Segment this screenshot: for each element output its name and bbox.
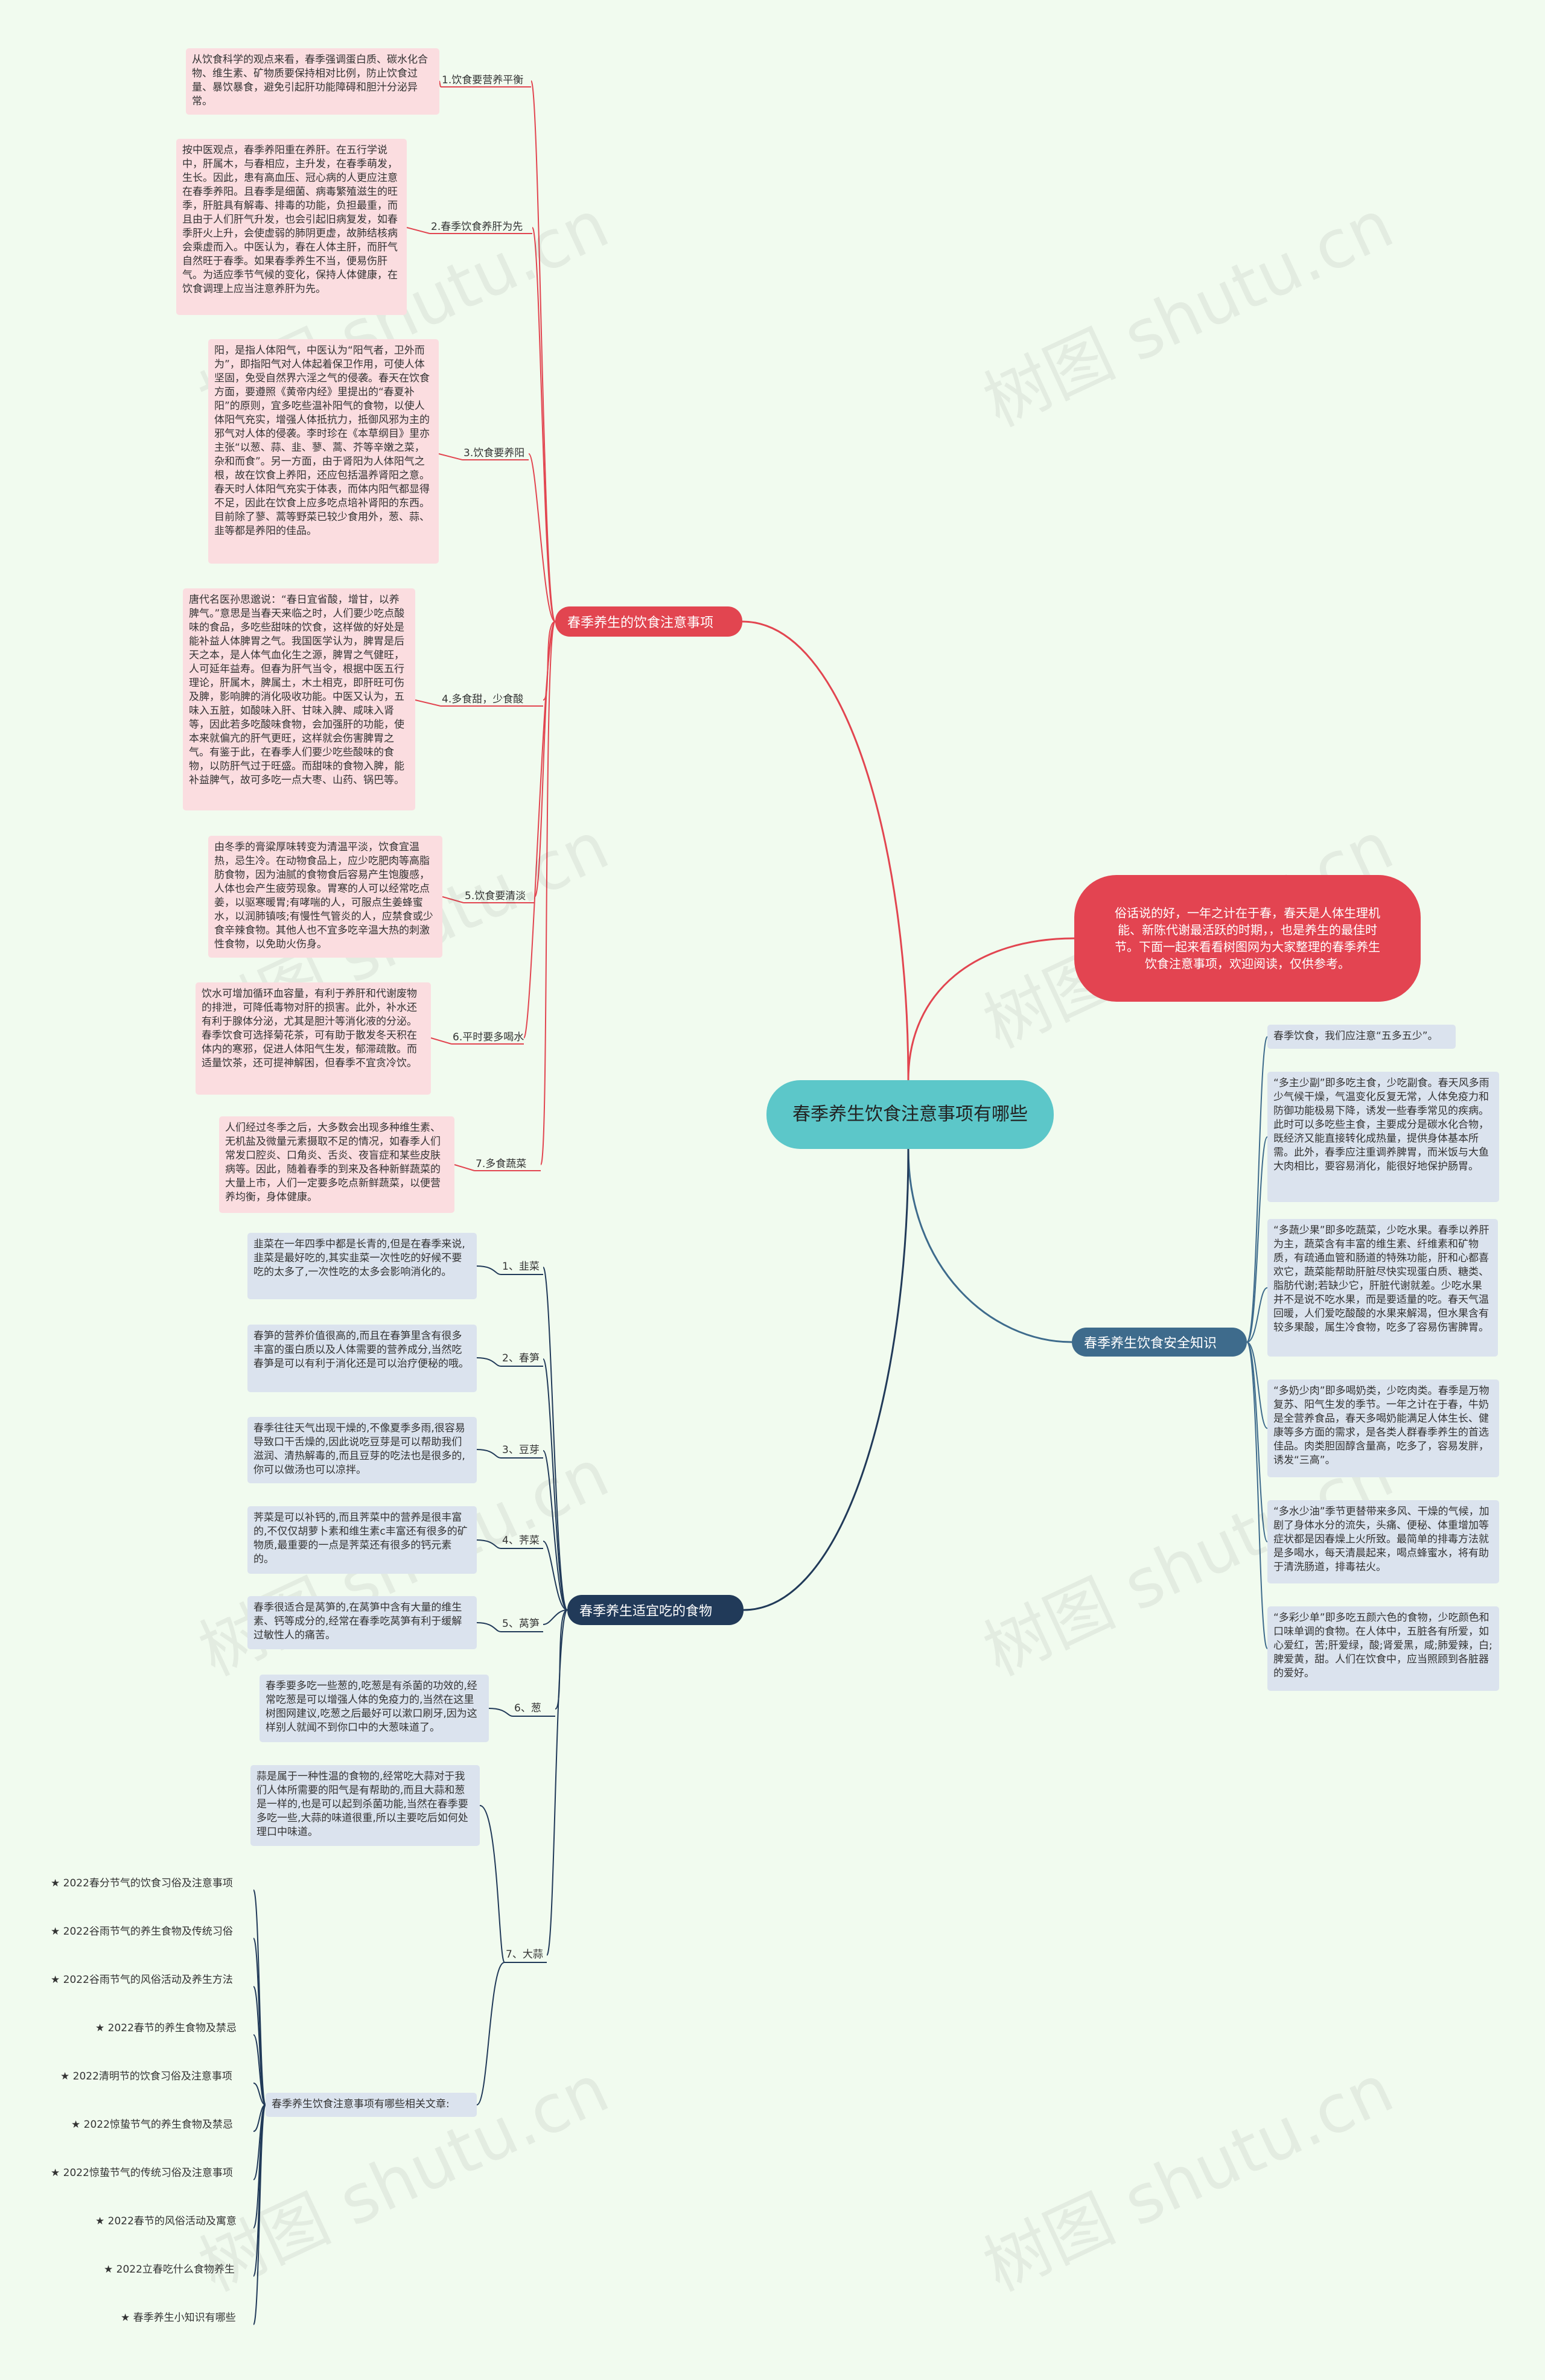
leaf-text: 蒜是属于一种性温的食物的,经常吃大蒜对于我们人体所需要的阳气是有帮助的,而且大蒜… [250,1765,480,1846]
connector-line [543,1267,568,1611]
related-link[interactable]: ★ 2022立春吃什么食物养生 [104,2264,235,2276]
related-link[interactable]: ★ 2022惊蛰节气的传统习俗及注意事项 [51,2167,233,2179]
related-link[interactable]: ★ 2022惊蛰节气的养生食物及禁忌 [71,2119,233,2131]
related-link[interactable]: ★ 2022春分节气的饮食习俗及注意事项 [51,1877,233,1889]
connector-line [442,896,464,903]
connector-line [476,1622,502,1632]
leaf-text: 从饮食科学的观点来看，春季强调蛋白质、碳水化合物、维生素、矿物质要保持相对比例，… [186,48,439,115]
root-topic[interactable]: 春季养生饮食注意事项有哪些 [766,1080,1054,1149]
leaf-text: 春季饮食，我们应注意“五多五少”。 [1267,1025,1456,1049]
connector-line [476,1962,505,2105]
connector-line [476,1357,502,1367]
branch-a-item-label[interactable]: 5.饮食要清淡 [465,890,526,902]
branch-diet-precautions[interactable]: 春季养生的饮食注意事项 [555,606,742,637]
leaf-text: 春季很适合是莴笋的,在莴笋中含有大量的维生素、钙等成分的,经常在春季吃莴笋有利于… [247,1596,477,1649]
connector-line [476,1265,502,1275]
leaf-text: “多蔬少果”即多吃蔬菜，少吃水果。春季以养肝为主，蔬菜含有丰富的维生素、纤维素和… [1267,1219,1498,1357]
connector-line [488,1708,514,1717]
connector-line [476,1449,502,1459]
leaf-text: 春季要多吃一些葱的,吃葱是有杀菌的功效的,经常吃葱是可以增强人体的免疫力的,当然… [260,1675,489,1742]
branch-c-item-label[interactable]: 4、荠菜 [502,1535,540,1547]
leaf-text: “多奶少肉”即多喝奶类，少吃肉类。春季是万物复苏、阳气生发的季节。一年之计在于春… [1267,1379,1499,1477]
related-link[interactable]: ★ 2022春节的风俗活动及寓意 [95,2215,237,2227]
leaf-text: 人们经过冬季之后，大多数会出现多种维生素、无机盐及微量元素摄取不足的情况，如春季… [219,1116,454,1213]
connector-line [543,1541,568,1611]
branch-a-item-label[interactable]: 4.多食甜，少食酸 [442,693,524,705]
branch-c-item-label[interactable]: 2、春笋 [502,1352,540,1364]
leaf-text: 春笋的营养价值很高的,而且在春笋里含有很多丰富的蛋白质以及人体需要的营养成分,当… [247,1325,477,1392]
branch-c-item-label[interactable]: 6、葱 [514,1702,541,1714]
connector-line [253,2034,266,2105]
connector-line [406,227,430,234]
leaf-text: 荠菜是可以补钙的,而且荠菜中的营养是很丰富的,不仅仅胡萝卜素和维生素c丰富还有很… [247,1506,477,1574]
related-link[interactable]: ★ 春季养生小知识有哪些 [121,2312,236,2324]
connector-line [543,1609,568,1625]
connector-line [1246,1341,1268,1542]
leaf-text: “多彩少单”即多吃五颜六色的食物，少吃颜色和口味单调的食物。在人体中，五脏各有所… [1267,1606,1499,1691]
connector-line [543,1358,568,1611]
connector-line [1246,1287,1268,1343]
intro-summary[interactable]: 俗话说的好，一年之计在于春，春天是人体生理机能、新陈代谢最活跃的时期，，也是养生… [1074,875,1421,1002]
connector-line [1246,1341,1268,1429]
connector-line [907,937,1075,1081]
connector-line [430,1037,452,1045]
branch-food-safety[interactable]: 春季养生饮食安全知识 [1072,1328,1247,1357]
connector-line [532,227,556,622]
connector-line [543,1450,568,1611]
connector-line [1246,1341,1268,1649]
branch-c-item-label[interactable]: 3、豆芽 [502,1444,540,1456]
branch-a-item-label[interactable]: 3.饮食要养阳 [464,447,525,459]
related-articles-label: 春季养生饮食注意事项有哪些相关文章: [266,2093,477,2117]
branch-a-item-label[interactable]: 1.饮食要营养平衡 [442,74,524,86]
related-link[interactable]: ★ 2022清明节的饮食习俗及注意事项 [60,2070,232,2082]
connector-line [907,1148,1072,1343]
leaf-text: 唐代名医孙思邈说：“春日宜省酸，增甘，以养脾气。”意思是当春天来临之时，人们要少… [183,588,415,810]
leaf-text: 韭菜在一年四季中都是长青的,但是在春季来说,韭菜是最好吃的,其实韭菜一次性吃的好… [247,1233,477,1299]
leaf-text: “多主少副”即多吃主食，少吃副食。春天风多雨少气候干燥，气温变化反复无常，人体免… [1267,1072,1499,1202]
branch-a-item-label[interactable]: 6.平时要多喝水 [453,1031,524,1043]
related-link[interactable]: ★ 2022谷雨节气的风俗活动及养生方法 [51,1974,233,1986]
branch-c-item-label[interactable]: 5、莴笋 [502,1618,540,1630]
connector-line [555,1609,568,1710]
leaf-text: 饮水可增加循环血容量，有利于养肝和代谢废物的排泄，可降低毒物对肝的损害。此外，补… [196,982,431,1095]
branch-suitable-foods[interactable]: 春季养生适宜吃的食物 [567,1595,744,1625]
connector-line [743,1148,909,1611]
related-link[interactable]: ★ 2022谷雨节气的养生食物及传统习俗 [51,1926,233,1938]
connector-line [530,80,556,622]
branch-a-item-label[interactable]: 2.春季饮食养肝为先 [431,221,523,233]
branch-c-item-label[interactable]: 1、韭菜 [502,1261,540,1273]
connector-line [742,620,909,1081]
connector-line [438,453,463,460]
connector-line [454,1164,475,1171]
connector-line [253,1938,266,2105]
related-link[interactable]: ★ 2022春节的养生食物及禁忌 [95,2022,237,2034]
leaf-text: 由冬季的膏粱厚味转变为清温平淡，饮食宜温热，忌生冷。在动物食品上，应少吃肥肉等高… [208,836,442,958]
connector-line [546,1609,568,1956]
connector-line [1246,1036,1268,1343]
connector-line [253,2082,266,2105]
connector-line [479,1805,505,1963]
leaf-text: “多水少油”季节更替带来多风、干燥的气候，加剧了身体水分的流失，头痛、便秘、体重… [1267,1500,1499,1583]
branch-c-item-label[interactable]: 7、大蒜 [506,1949,543,1961]
leaf-text: 按中医观点，春季养阳重在养肝。在五行学说中，肝属木，与春相应，主升发，在春季萌发… [176,139,407,315]
connector-line [439,80,441,88]
leaf-text: 阳，是指人体阳气，中医认为“阳气者，卫外而为”，即指阳气对人体起着保卫作用，可使… [208,339,439,564]
connector-line [528,453,556,622]
connector-line [540,621,556,1165]
branch-a-item-label[interactable]: 7.多食蔬菜 [476,1158,527,1170]
connector-line [1246,1136,1268,1343]
connector-line [253,2104,266,2325]
connector-line [476,1539,502,1549]
connector-line [523,621,556,1039]
connector-line [415,699,441,707]
leaf-text: 春季往往天气出现干燥的,不像夏季多雨,很容易导致口干舌燥的,因此说吃豆芽是可以帮… [247,1417,477,1483]
